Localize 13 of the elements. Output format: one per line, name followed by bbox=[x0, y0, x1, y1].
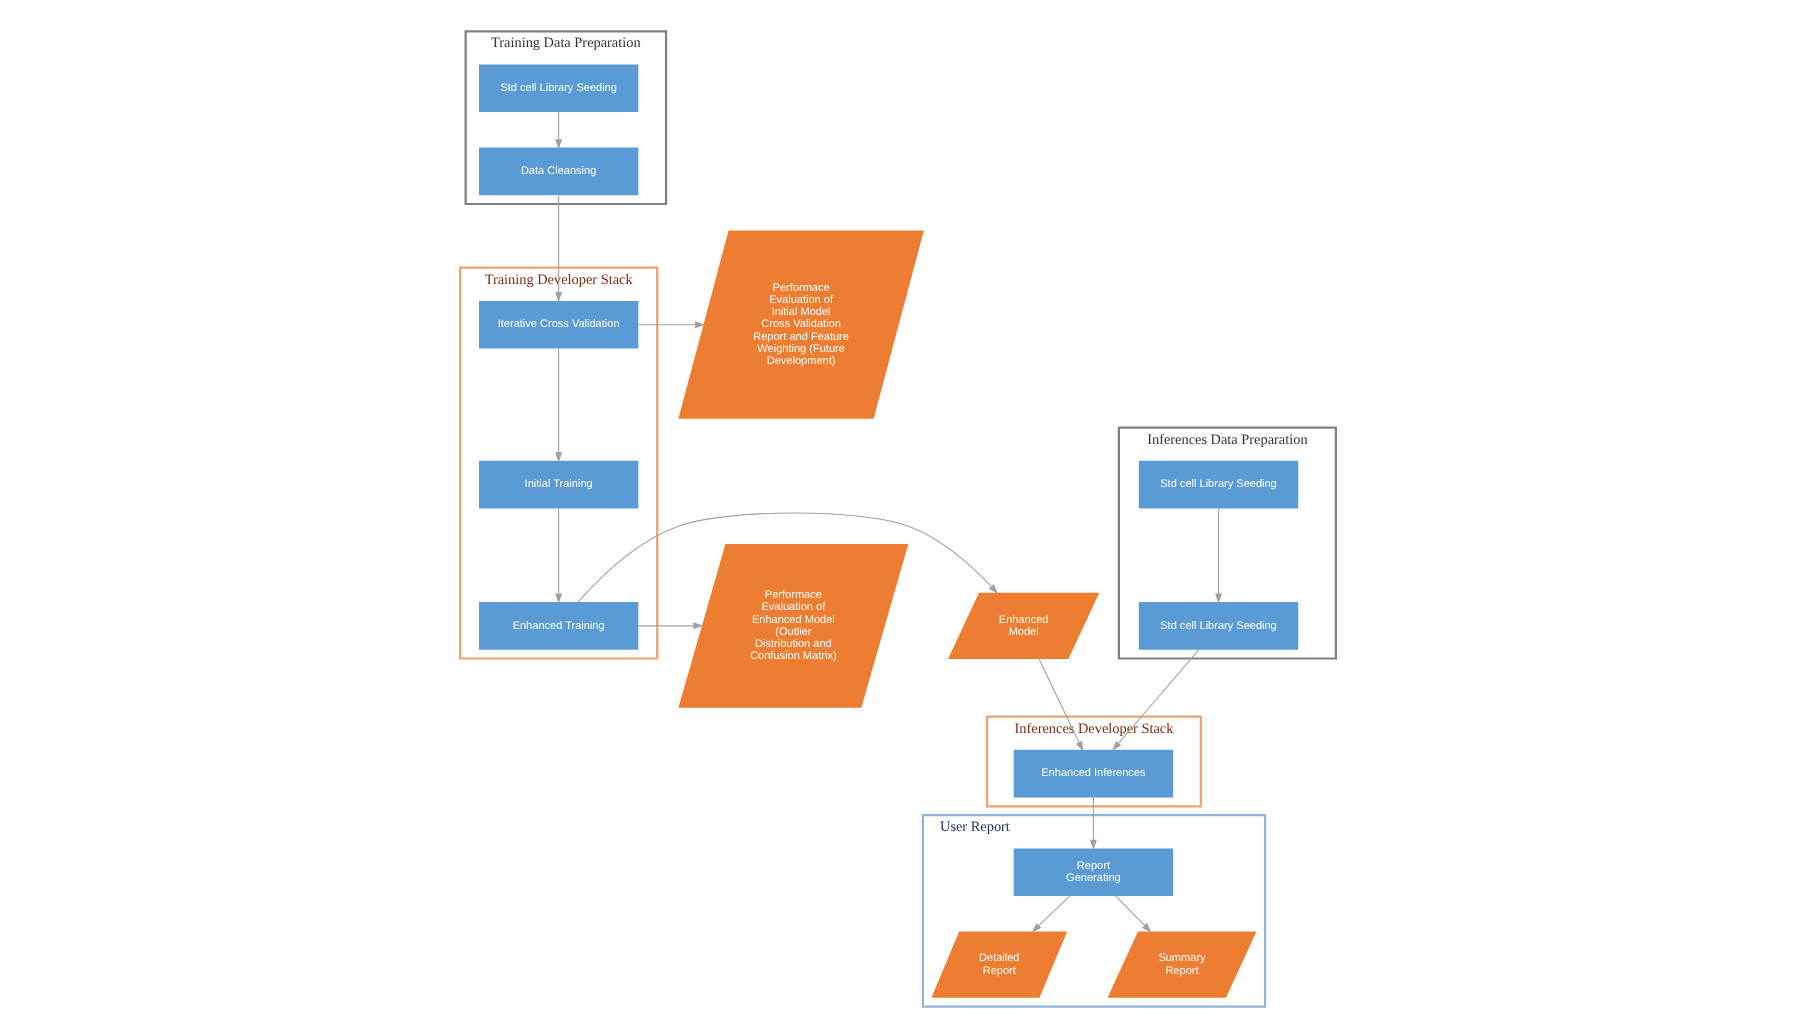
arrow bbox=[555, 347, 563, 462]
arrow bbox=[555, 193, 563, 302]
arrow bbox=[637, 621, 704, 629]
arrow bbox=[1031, 894, 1071, 932]
arrow bbox=[1038, 657, 1084, 751]
arrow bbox=[1112, 648, 1200, 750]
arrow bbox=[1089, 796, 1097, 849]
arrow bbox=[638, 320, 706, 328]
arrow bbox=[555, 507, 563, 603]
arrow bbox=[1115, 894, 1152, 932]
arrow bbox=[577, 511, 998, 602]
arrow bbox=[1215, 507, 1223, 603]
arrow bbox=[555, 110, 563, 149]
